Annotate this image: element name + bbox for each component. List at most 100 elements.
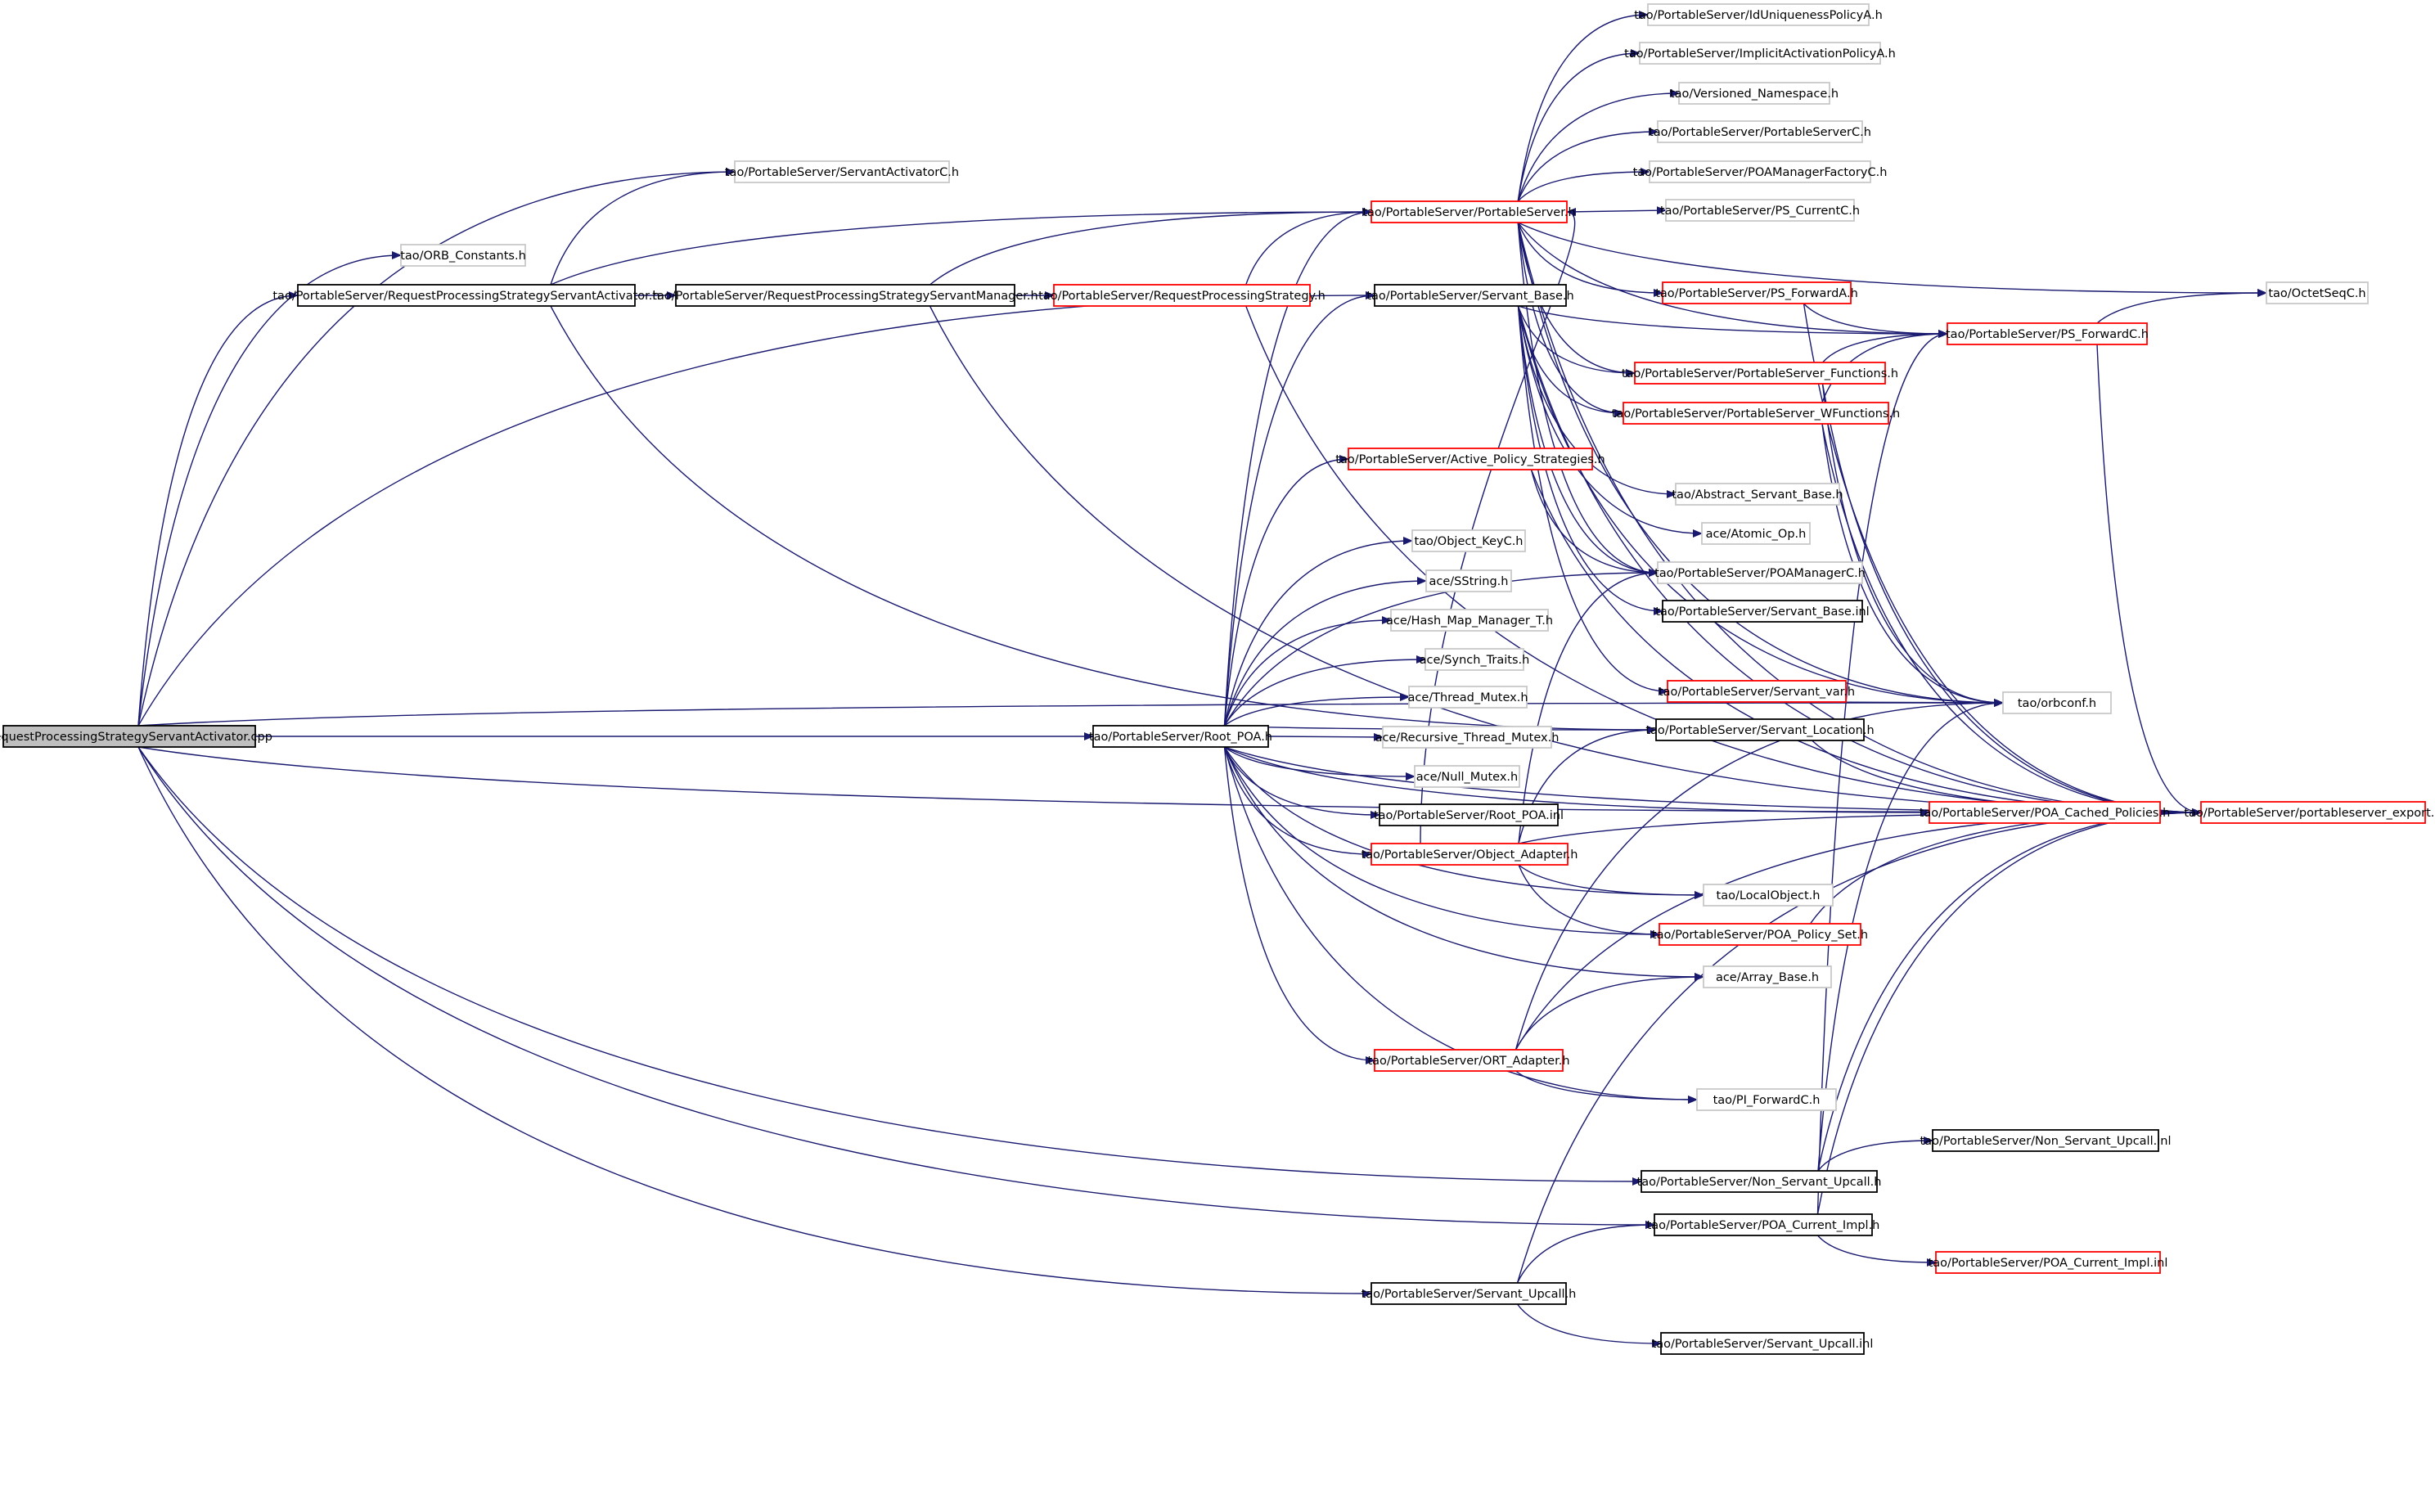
node-box-psh <box>1371 200 1568 223</box>
node-psWFunc[interactable]: tao/PortableServer/PortableServer_WFunct… <box>1612 402 1901 425</box>
edge-rootPoa-to-objKey <box>1223 537 1413 727</box>
node-versNs[interactable]: tao/Versioned_Namespace.h <box>1670 82 1839 105</box>
node-box-psFwdA <box>1662 281 1852 304</box>
node-psh[interactable]: tao/PortableServer/PortableServer.h <box>1362 200 1576 223</box>
edge-rootPoa-to-threadMx <box>1224 693 1410 727</box>
node-label-idUniq: tao/PortableServer/IdUniquenessPolicyA.h <box>1634 9 1883 22</box>
edge-root-to-rpsSAh <box>137 291 299 727</box>
node-box-poaMgrFact <box>1649 160 1871 183</box>
node-synch[interactable]: ace/Synch_Traits.h <box>1420 648 1530 671</box>
node-box-psWFunc <box>1623 402 1889 425</box>
node-box-rootPoaInl <box>1379 803 1559 826</box>
dependency-nodes: RequestProcessingStrategyServantActivato… <box>0 3 2435 1355</box>
edge-rootPoa-to-poaCached <box>1224 746 1930 817</box>
node-box-root <box>2 725 256 748</box>
node-idUniq[interactable]: tao/PortableServer/IdUniquenessPolicyA.h <box>1634 3 1883 26</box>
node-box-svtVar <box>1667 680 1847 703</box>
node-svtBase[interactable]: tao/PortableServer/Servant_Base.h <box>1366 284 1574 307</box>
node-poaMgrC[interactable]: tao/PortableServer/POAManagerC.h <box>1654 561 1866 584</box>
node-objKey[interactable]: tao/Object_KeyC.h <box>1411 529 1526 552</box>
node-label-nullMx: ace/Null_Mutex.h <box>1416 771 1518 784</box>
node-box-ortAdapt <box>1374 1049 1564 1072</box>
node-label-svtBase: tao/PortableServer/Servant_Base.h <box>1366 290 1573 303</box>
edge-rootPoa-to-rootPoaInl <box>1223 746 1380 819</box>
node-poaPolSet[interactable]: tao/PortableServer/POA_Policy_Set.h <box>1652 923 1868 946</box>
node-recMx[interactable]: ace/Recursive_Thread_Mutex.h <box>1375 726 1560 749</box>
node-orbConst[interactable]: tao/ORB_Constants.h <box>400 244 526 267</box>
node-label-rpsh: tao/PortableServer/RequestProcessingStra… <box>1038 290 1326 303</box>
node-label-nsuInl: tao/PortableServer/Non_Servant_Upcall.in… <box>1920 1135 2172 1148</box>
edge-rpsSMh-to-psh <box>929 208 1372 286</box>
node-nullMx[interactable]: ace/Null_Mutex.h <box>1414 765 1520 788</box>
node-label-psFwdC: tao/PortableServer/PS_ForwardC.h <box>1946 328 2149 341</box>
node-nsuInl[interactable]: tao/PortableServer/Non_Servant_Upcall.in… <box>1920 1129 2172 1152</box>
node-poaCurImplInl[interactable]: tao/PortableServer/POA_Current_Impl.inl <box>1929 1251 2168 1274</box>
node-rpsSAh[interactable]: tao/PortableServer/RequestProcessingStra… <box>272 284 660 307</box>
node-box-poaPolSet <box>1659 923 1861 946</box>
edge-psh-to-psFwdA <box>1517 222 1663 297</box>
node-threadMx[interactable]: ace/Thread_Mutex.h <box>1407 686 1528 709</box>
edge-rootPoa-to-recMx <box>1267 732 1384 741</box>
node-box-psCurC <box>1665 199 1855 222</box>
node-absSvt[interactable]: tao/Abstract_Servant_Base.h <box>1672 483 1843 506</box>
node-rpsh[interactable]: tao/PortableServer/RequestProcessingStra… <box>1038 284 1326 307</box>
node-root[interactable]: RequestProcessingStrategyServantActivato… <box>0 725 272 748</box>
node-psExport[interactable]: tao/PortableServer/portableserver_export… <box>2184 801 2435 824</box>
node-localObj[interactable]: tao/LocalObject.h <box>1703 884 1834 907</box>
node-psC[interactable]: tao/PortableServer/PortableServerC.h <box>1649 120 1871 143</box>
edge-psh-to-poaMgrFact <box>1517 168 1650 202</box>
node-ortAdapt[interactable]: tao/PortableServer/ORT_Adapter.h <box>1367 1049 1570 1072</box>
node-svtUpcall[interactable]: tao/PortableServer/Servant_Upcall.h <box>1362 1282 1577 1305</box>
node-piFwd[interactable]: tao/PI_ForwardC.h <box>1696 1088 1837 1111</box>
node-sstring[interactable]: ace/SString.h <box>1425 569 1512 592</box>
node-label-localObj: tao/LocalObject.h <box>1717 889 1821 902</box>
node-implAct[interactable]: tao/PortableServer/ImplicitActivationPol… <box>1624 42 1896 65</box>
edge-poaCurImpl-to-poaCurImplInl <box>1816 1235 1937 1267</box>
node-label-ortAdapt: tao/PortableServer/ORT_Adapter.h <box>1367 1055 1569 1068</box>
node-label-orbConst: tao/ORB_Constants.h <box>400 250 526 263</box>
node-label-poaCurImplInl: tao/PortableServer/POA_Current_Impl.inl <box>1929 1257 2168 1270</box>
edge-rootPoa-to-nullMx <box>1224 746 1416 781</box>
node-atomic[interactable]: ace/Atomic_Op.h <box>1701 522 1811 545</box>
node-label-svtUpcall: tao/PortableServer/Servant_Upcall.h <box>1362 1288 1577 1301</box>
edge-psh-to-psCurC <box>1566 206 1667 215</box>
node-rootPoaInl[interactable]: tao/PortableServer/Root_POA.inl <box>1374 803 1564 826</box>
node-label-nsuH: tao/PortableServer/Non_Servant_Upcall.h <box>1637 1176 1882 1189</box>
node-svtBaseInl[interactable]: tao/PortableServer/Servant_Base.inl <box>1655 600 1870 623</box>
node-rootPoa[interactable]: tao/PortableServer/Root_POA.h <box>1089 725 1272 748</box>
node-orbconf[interactable]: tao/orbconf.h <box>2002 691 2112 714</box>
edge-psFunc-to-psExport <box>1821 383 2202 817</box>
node-svtVar[interactable]: tao/PortableServer/Servant_var.h <box>1659 680 1855 703</box>
edge-psh-to-psC <box>1517 128 1659 202</box>
node-objAdapt[interactable]: tao/PortableServer/Object_Adapter.h <box>1361 843 1578 866</box>
node-octet[interactable]: tao/OctetSeqC.h <box>2266 281 2369 304</box>
edge-svtBase-to-psFwdC <box>1518 305 1948 338</box>
edge-psFunc-to-orbconf <box>1821 383 2004 707</box>
edge-rootPoa-to-poaPolSet <box>1223 746 1660 938</box>
edge-root-to-orbConst <box>137 251 402 727</box>
edge-rootPoa-to-synch <box>1223 655 1426 727</box>
edge-psh-to-versNs <box>1517 89 1680 202</box>
node-psFwdC[interactable]: tao/PortableServer/PS_ForwardC.h <box>1946 322 2149 345</box>
edge-root-to-orbconf <box>137 699 2004 727</box>
node-label-psh: tao/PortableServer/PortableServer.h <box>1362 206 1575 219</box>
node-poaMgrFact[interactable]: tao/PortableServer/POAManagerFactoryC.h <box>1633 160 1888 183</box>
node-arrBase[interactable]: ace/Array_Base.h <box>1703 965 1832 988</box>
node-poaCurImpl[interactable]: tao/PortableServer/POA_Current_Impl.h <box>1647 1213 1880 1236</box>
node-label-rpsSMh: tao/PortableServer/RequestProcessingStra… <box>652 290 1037 303</box>
node-label-recMx: ace/Recursive_Thread_Mutex.h <box>1375 731 1560 745</box>
node-svtUpcallInl[interactable]: tao/PortableServer/Servant_Upcall.inl <box>1652 1332 1874 1355</box>
node-actPol[interactable]: tao/PortableServer/Active_Policy_Strateg… <box>1335 448 1605 470</box>
node-psCurC[interactable]: tao/PortableServer/PS_CurrentC.h <box>1660 199 1860 222</box>
node-nsuH[interactable]: tao/PortableServer/Non_Servant_Upcall.h <box>1637 1170 1882 1193</box>
node-poaCached[interactable]: tao/PortableServer/POA_Cached_Policies.h <box>1920 801 2171 824</box>
edge-svtBase-to-svtVar <box>1517 305 1668 695</box>
node-psFwdA[interactable]: tao/PortableServer/PS_ForwardA.h <box>1655 281 1858 304</box>
node-svtLoc[interactable]: tao/PortableServer/Servant_Location.h <box>1645 718 1875 741</box>
node-hashMap[interactable]: ace/Hash_Map_Manager_T.h <box>1386 609 1553 632</box>
node-svtActC[interactable]: tao/PortableServer/ServantActivatorC.h <box>725 160 959 183</box>
node-psFunc[interactable]: tao/PortableServer/PortableServer_Functi… <box>1622 362 1898 385</box>
node-rpsSMh[interactable]: tao/PortableServer/RequestProcessingStra… <box>652 284 1038 307</box>
node-label-atomic: ace/Atomic_Op.h <box>1706 528 1807 541</box>
